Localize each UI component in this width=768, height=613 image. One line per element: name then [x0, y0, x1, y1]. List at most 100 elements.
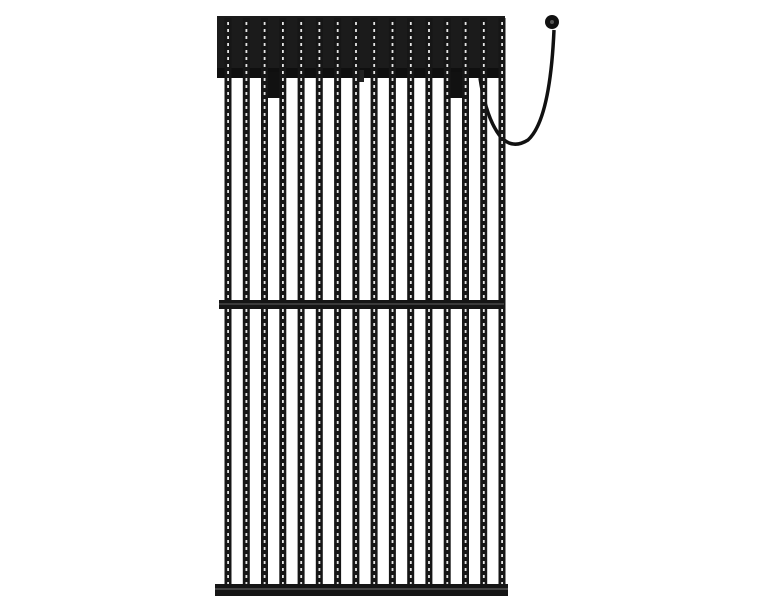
led-dot: [409, 421, 412, 424]
led-dot: [227, 309, 229, 312]
led-dot: [446, 316, 449, 319]
led-dot: [501, 85, 503, 88]
led-dot: [263, 484, 266, 487]
led-dot: [355, 211, 357, 214]
led-dot: [391, 498, 394, 501]
led-dot: [318, 57, 321, 60]
led-dot: [464, 218, 467, 221]
led-dot: [300, 225, 303, 228]
led-dot: [446, 568, 449, 571]
led-dot: [391, 246, 394, 249]
led-dot: [391, 365, 394, 368]
led-dot: [282, 526, 284, 529]
led-dot: [336, 246, 339, 249]
led-dot: [373, 344, 376, 347]
led-dot: [227, 225, 229, 228]
led-dot: [227, 316, 229, 319]
led-dot: [446, 372, 449, 375]
led-dot: [300, 106, 303, 109]
led-dot: [464, 260, 467, 263]
led-dot: [501, 29, 503, 32]
led-dot: [409, 120, 412, 123]
led-dot: [245, 323, 248, 326]
led-dot: [482, 29, 485, 32]
led-dot: [446, 36, 449, 39]
led-dot: [373, 449, 376, 452]
led-dot: [501, 442, 503, 445]
led-dot: [464, 512, 467, 515]
led-dot: [446, 148, 449, 151]
led-dot: [263, 176, 266, 179]
led-dot: [501, 57, 503, 60]
led-dot: [446, 57, 449, 60]
led-dot: [464, 323, 467, 326]
led-dot: [245, 575, 248, 578]
led-dot: [409, 316, 412, 319]
led-dot: [501, 316, 503, 319]
led-dot: [300, 155, 303, 158]
led-dot: [373, 232, 376, 235]
led-dot: [501, 582, 503, 585]
led-dot: [263, 540, 266, 543]
led-dot: [464, 470, 467, 473]
led-dot: [336, 36, 339, 39]
led-dot: [373, 456, 376, 459]
led-dot: [391, 330, 394, 333]
led-dot: [373, 253, 376, 256]
led-dot: [373, 22, 376, 25]
led-dot: [318, 295, 321, 298]
led-dot: [501, 449, 503, 452]
led-dot: [501, 78, 503, 81]
led-dot: [373, 330, 376, 333]
led-dot: [373, 218, 376, 221]
led-dot: [464, 50, 467, 53]
led-dot: [482, 491, 485, 494]
led-dot: [227, 470, 229, 473]
led-dot: [501, 400, 503, 403]
led-dot: [391, 232, 394, 235]
led-dot: [245, 428, 248, 431]
led-dot: [227, 57, 229, 60]
led-dot: [263, 526, 266, 529]
led-dot: [428, 148, 430, 151]
led-dot: [409, 491, 412, 494]
led-dot: [464, 330, 467, 333]
led-dot: [355, 491, 357, 494]
led-dot: [245, 449, 248, 452]
led-dot: [428, 365, 430, 368]
led-dot: [464, 176, 467, 179]
led-dot: [245, 505, 248, 508]
led-dot: [300, 365, 303, 368]
led-dot: [482, 43, 485, 46]
led-dot: [245, 463, 248, 466]
led-dot: [300, 498, 303, 501]
led-dot: [245, 435, 248, 438]
led-dot: [282, 533, 284, 536]
led-dot: [409, 148, 412, 151]
led-dot: [263, 64, 266, 67]
led-dot: [373, 421, 376, 424]
led-dot: [263, 400, 266, 403]
led-dot: [263, 218, 266, 221]
led-dot: [300, 50, 303, 53]
led-dot: [391, 113, 394, 116]
led-dot: [355, 400, 357, 403]
led-dot: [391, 463, 394, 466]
led-dot: [428, 92, 430, 95]
led-dot: [501, 484, 503, 487]
led-dot: [300, 393, 303, 396]
led-dot: [391, 43, 394, 46]
led-dot: [446, 183, 449, 186]
led-dot: [373, 99, 376, 102]
led-dot: [482, 484, 485, 487]
led-dot: [263, 22, 266, 25]
led-dot: [391, 421, 394, 424]
led-dot: [227, 407, 229, 410]
led-dot: [300, 407, 303, 410]
led-dot: [482, 323, 485, 326]
led-dot: [263, 554, 266, 557]
led-dot: [336, 316, 339, 319]
led-dot: [409, 449, 412, 452]
led-dot: [245, 106, 248, 109]
led-dot: [300, 29, 303, 32]
